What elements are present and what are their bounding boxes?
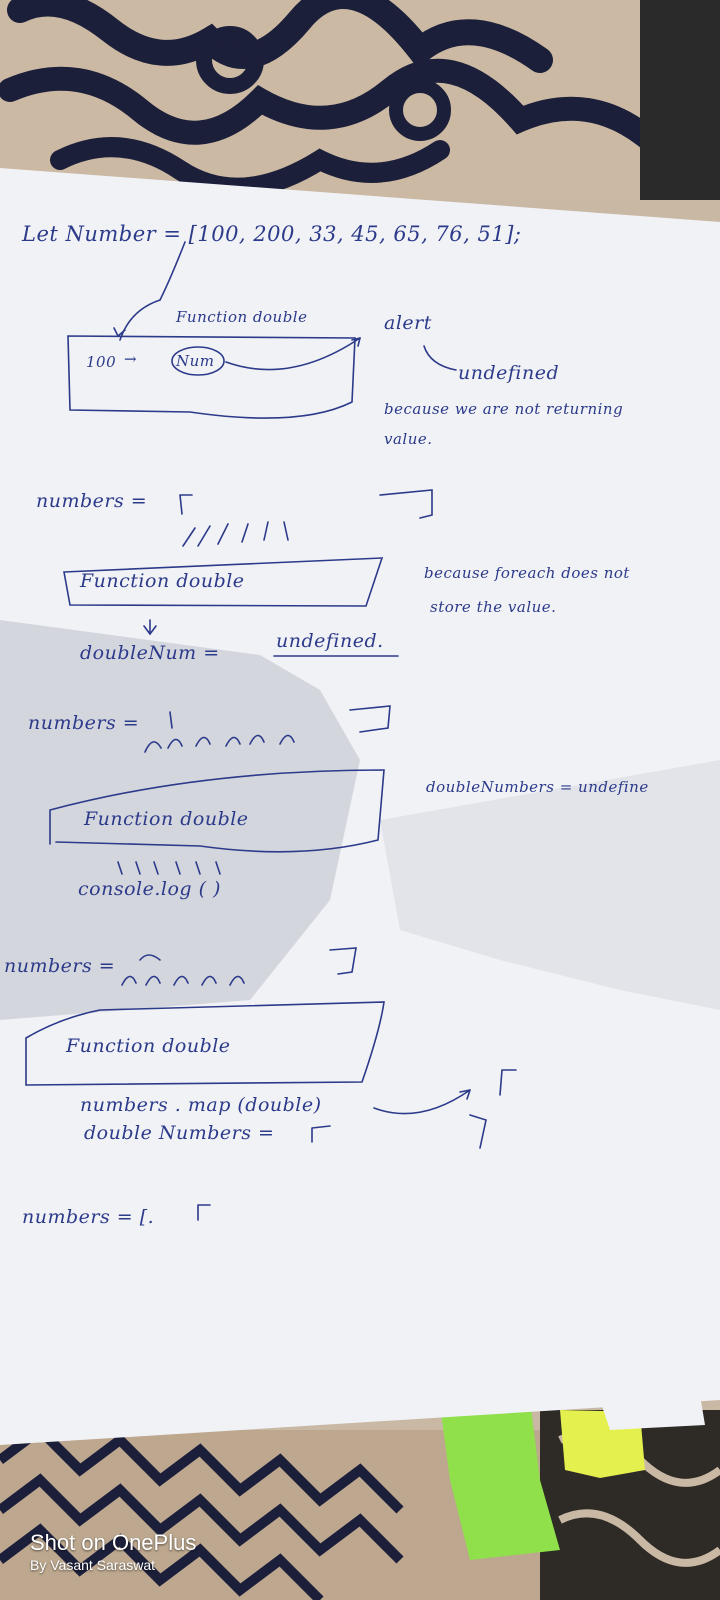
doublenum-label: doubleNum = (80, 642, 220, 664)
alert-label: alert (384, 312, 432, 334)
number-array-line: Let Number = [100, 200, 33, 45, 65, 76, … (22, 222, 522, 246)
numbers-label-1: numbers = (36, 490, 148, 512)
foreach-note-line2: store the value. (430, 598, 557, 616)
numbers-label-4: numbers = [. (22, 1206, 155, 1228)
because-not-returning-note: because we are not returning (384, 400, 624, 418)
foreach-note-line1: because foreach does not (424, 564, 630, 582)
function-double-label-3: Function double (84, 808, 249, 830)
undefined-label-1: undefined (458, 362, 560, 384)
value-note: value. (384, 430, 433, 448)
param-num-label: Num (176, 352, 215, 370)
camera-watermark: Shot on OnePlus By Vasant Saraswat (30, 1530, 196, 1573)
console-log-label: console.log ( ) (78, 878, 221, 900)
watermark-title: Shot on OnePlus (30, 1530, 197, 1555)
map-call-label: numbers . map (double) (80, 1094, 322, 1116)
doublenumbers-undefined-note: doubleNumbers = undefine (426, 778, 649, 796)
watermark-subtitle: By Vasant Saraswat (30, 1557, 156, 1573)
doublenumbers-label: double Numbers = (84, 1122, 275, 1144)
arg-100-label: 100 (86, 353, 117, 371)
function-double-label-2: Function double (80, 570, 245, 592)
green-sticky-note (440, 1400, 560, 1560)
numbers-label-2: numbers = (28, 712, 140, 734)
function-double-label-4: Function double (66, 1035, 231, 1057)
undefined-label-2: undefined. (276, 630, 384, 652)
arrow-right-icon: → (124, 350, 138, 368)
numbers-label-3: numbers = (4, 955, 116, 977)
function-double-label-1: Function double (176, 308, 308, 326)
